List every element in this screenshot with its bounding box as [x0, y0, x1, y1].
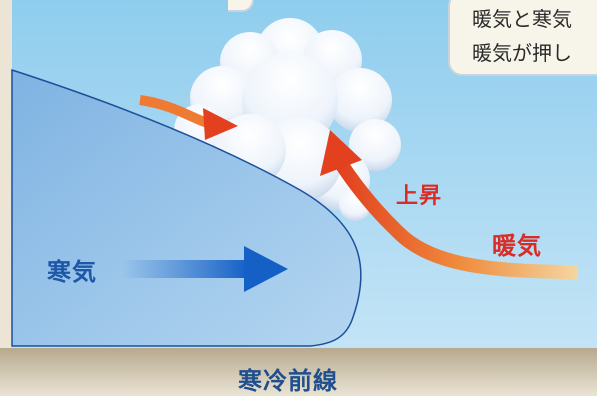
warm-air-rising-arrow: [320, 130, 579, 279]
rising-label: 上昇: [396, 184, 443, 209]
explanation-note: 暖気と寒気 暖気が押し: [448, 0, 597, 76]
note-line-1: 暖気と寒気: [472, 7, 572, 31]
frame-edge: [0, 0, 12, 348]
cold-air-mass: [11, 68, 362, 347]
note-line-2: 暖気が押し: [472, 41, 572, 65]
cold-air-label: 寒気: [47, 258, 97, 286]
warm-air-upper-arrow: [139, 95, 238, 140]
front-name-label: 寒冷前線: [238, 367, 338, 395]
cold-air-arrow: [122, 246, 288, 292]
warm-air-label: 暖気: [492, 232, 542, 260]
ground-strip: [0, 348, 597, 396]
